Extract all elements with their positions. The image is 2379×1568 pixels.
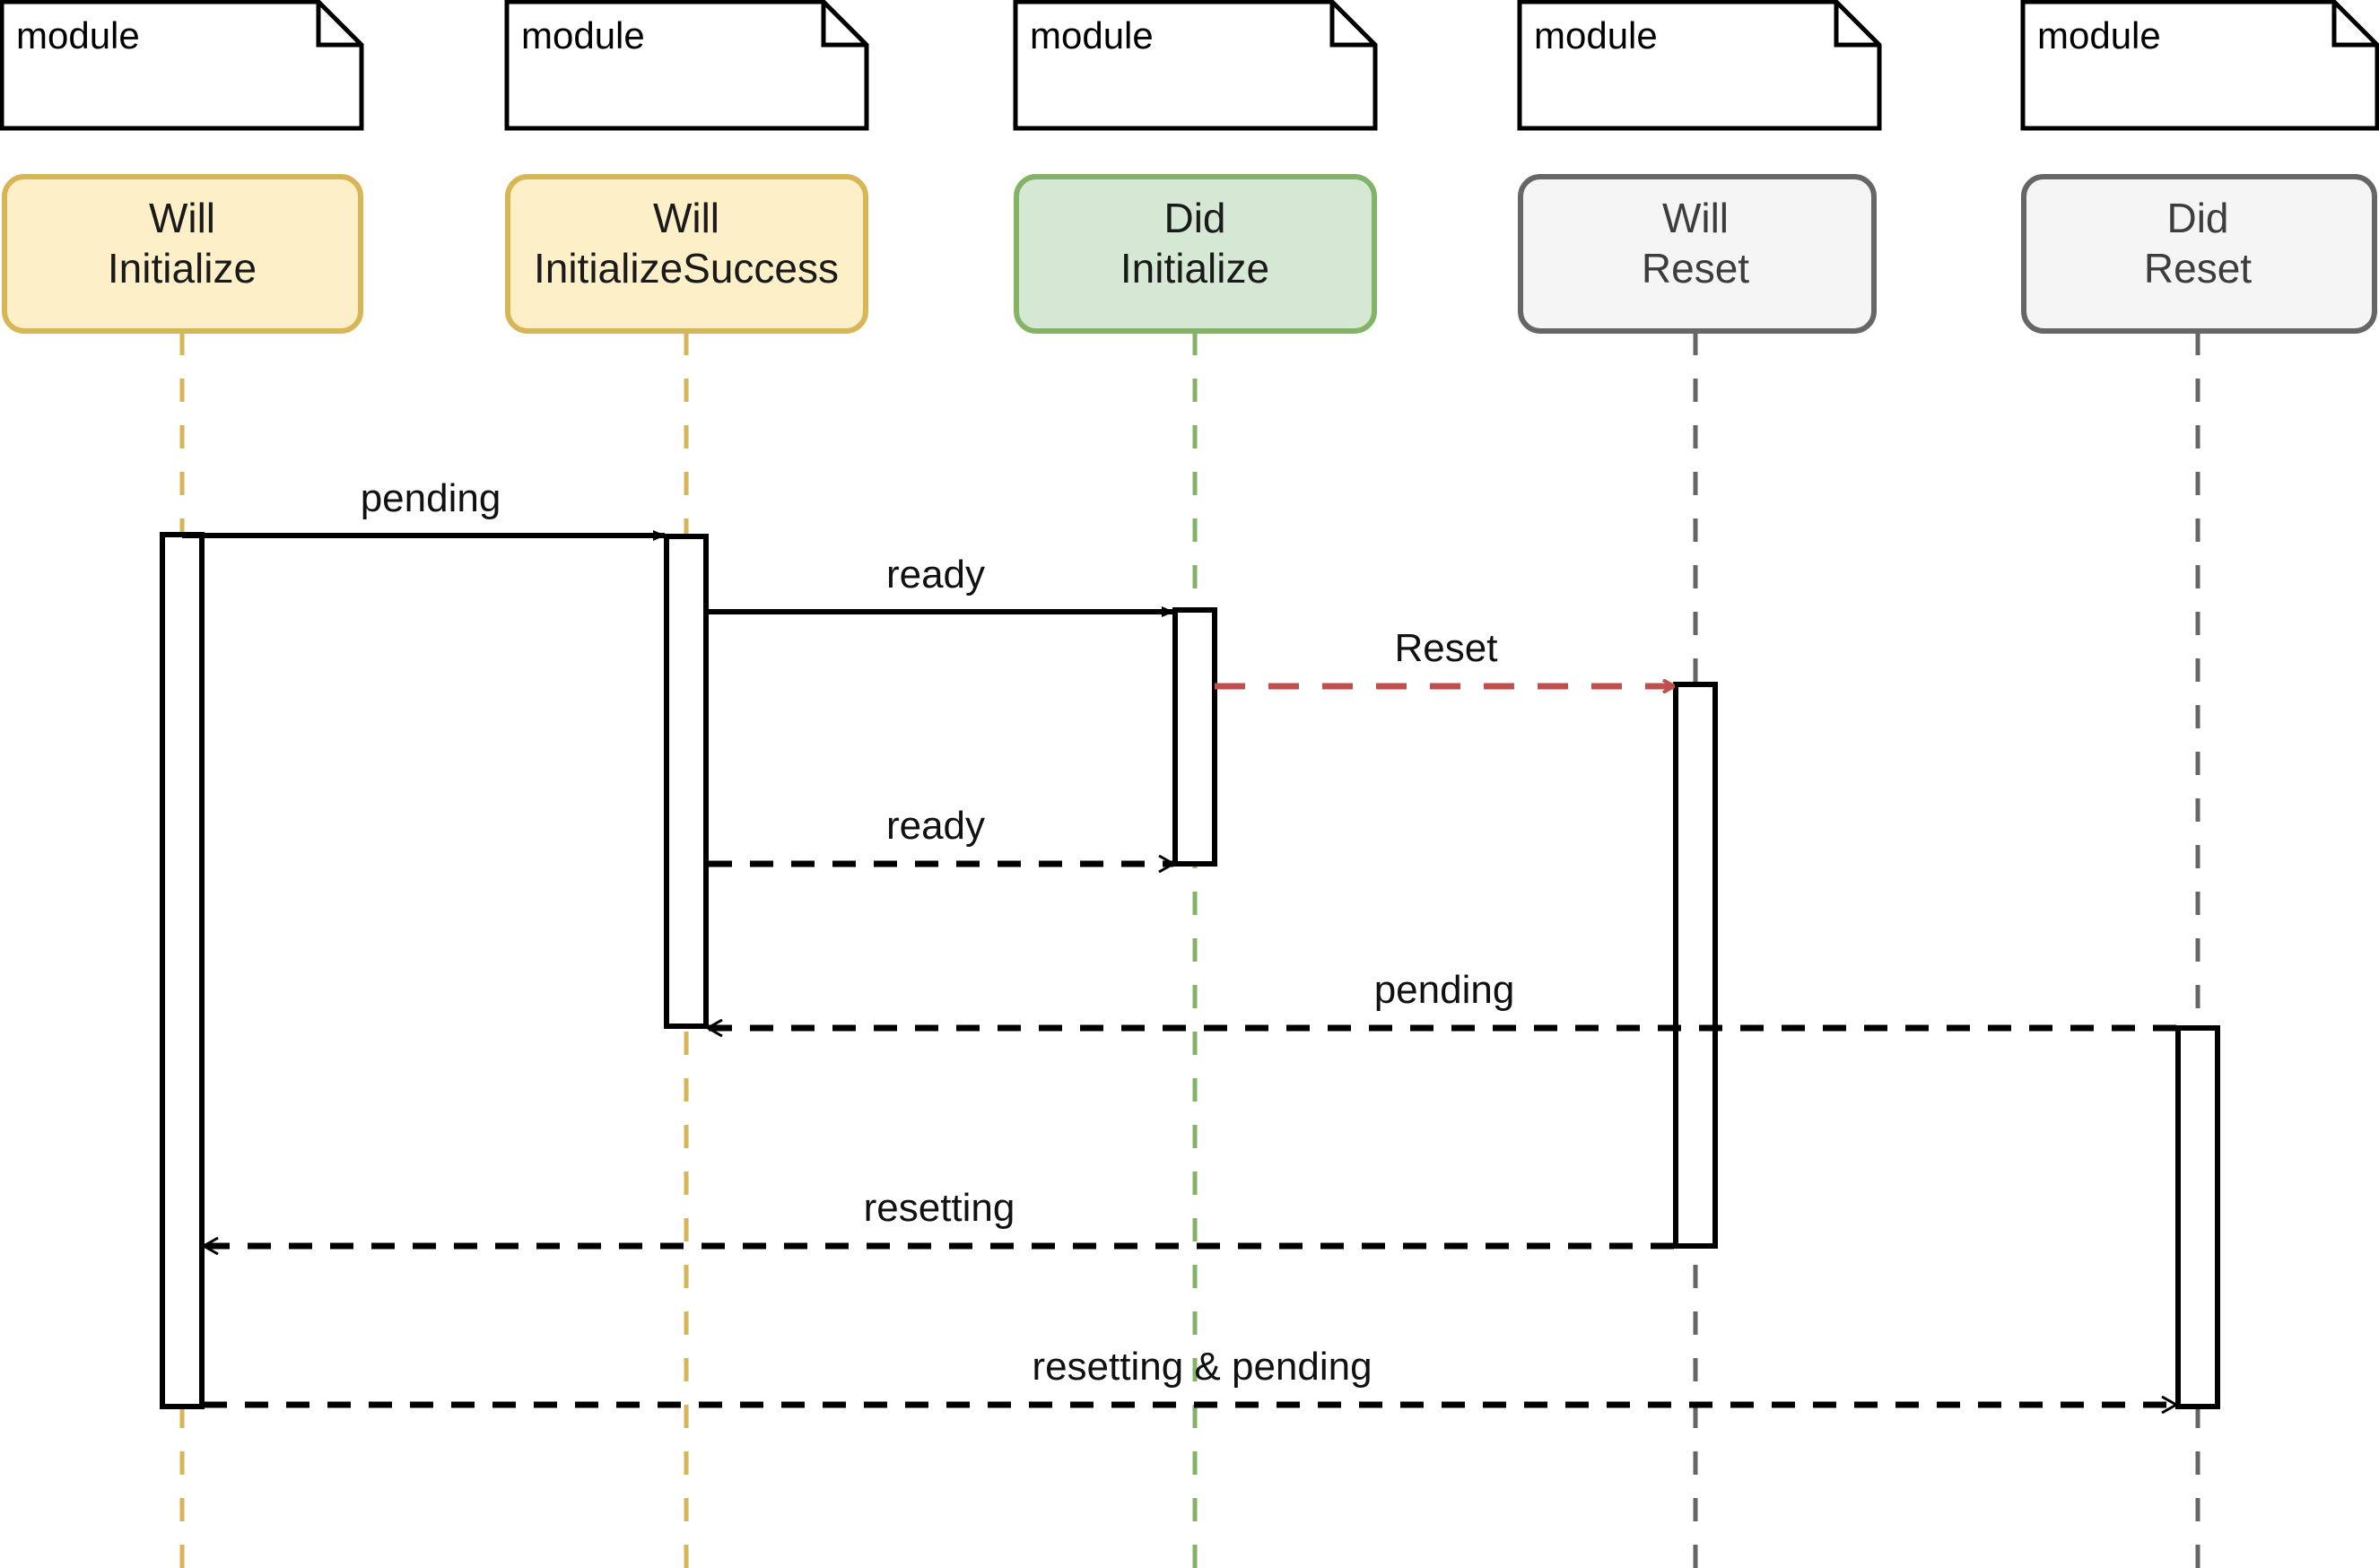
- note-fold-icon: [1329, 2, 1375, 48]
- participant-box[interactable]: [1014, 174, 1377, 334]
- message-label: pending: [361, 476, 501, 520]
- module-note: module: [2020, 0, 2379, 131]
- module-note: module: [1013, 0, 1378, 131]
- message-label: ready: [886, 804, 985, 848]
- participant-label-line2: Reset: [1642, 245, 1749, 292]
- note-body: [504, 0, 869, 131]
- message-msg-resetting-pending[interactable]: resetting & pending: [204, 1345, 2176, 1405]
- participant-box[interactable]: [1518, 174, 1877, 334]
- note-body: [0, 0, 364, 131]
- note-label: module: [16, 14, 140, 57]
- activation-bars-group: [160, 532, 2220, 1409]
- activation-bar-will-initialize: [160, 532, 205, 1409]
- message-label: pending: [1374, 968, 1515, 1012]
- participant-label-line2: Initialize: [108, 245, 257, 292]
- note-fold-icon: [2331, 2, 2377, 48]
- note-body: [1517, 0, 1882, 131]
- module-note: module: [1517, 0, 1882, 131]
- message-msg-pending-2[interactable]: pending: [708, 968, 2176, 1028]
- module-note: module: [0, 0, 364, 131]
- note-fold-icon: [1834, 2, 1879, 48]
- participant-label-line1: Will: [1662, 195, 1729, 241]
- note-body: [1013, 0, 1378, 131]
- participant-label-line2: Reset: [2144, 245, 2252, 292]
- message-msg-ready-1[interactable]: ready: [706, 553, 1174, 617]
- message-label: resetting & pending: [1032, 1345, 1372, 1389]
- module-notes-group: module module module module module: [0, 0, 2379, 131]
- note-label: module: [1534, 14, 1658, 57]
- participant-box[interactable]: [2, 174, 363, 334]
- participant-label-line1: Did: [2166, 195, 2228, 241]
- participant-label-line1: Will: [149, 195, 215, 241]
- note-label: module: [1030, 14, 1154, 57]
- message-msg-reset[interactable]: Reset: [1215, 626, 1674, 686]
- activation-bar-will-initialize-success: [664, 534, 709, 1029]
- message-msg-resetting[interactable]: resetting: [204, 1186, 1674, 1246]
- participant-box[interactable]: [2021, 174, 2377, 334]
- messages-group: pendingreadyResetreadypendingresettingre…: [182, 476, 2176, 1405]
- participant-label-line2: InitializeSuccess: [534, 245, 839, 292]
- participant-label-line1: Did: [1163, 195, 1225, 241]
- activation-bar-will-reset: [1673, 682, 1718, 1249]
- note-label: module: [521, 14, 645, 57]
- message-msg-ready-2[interactable]: ready: [709, 804, 1173, 864]
- activation-bar-did-reset: [2175, 1025, 2220, 1409]
- note-fold-icon: [821, 2, 867, 48]
- participant-label-line2: Initialize: [1120, 245, 1269, 292]
- note-fold-icon: [316, 2, 362, 48]
- message-msg-pending-1[interactable]: pending: [182, 476, 666, 541]
- message-label: ready: [886, 553, 985, 597]
- module-note: module: [504, 0, 869, 131]
- note-label: module: [2037, 14, 2161, 57]
- note-body: [2020, 0, 2379, 131]
- participant-boxes-group: WillInitializeWillInitializeSuccessDidIn…: [2, 174, 2377, 334]
- message-label: resetting: [864, 1186, 1015, 1230]
- participant-box[interactable]: [505, 174, 868, 334]
- activation-bar-did-initialize: [1172, 607, 1217, 867]
- message-label: Reset: [1395, 626, 1498, 670]
- participant-label-line1: Will: [653, 195, 719, 241]
